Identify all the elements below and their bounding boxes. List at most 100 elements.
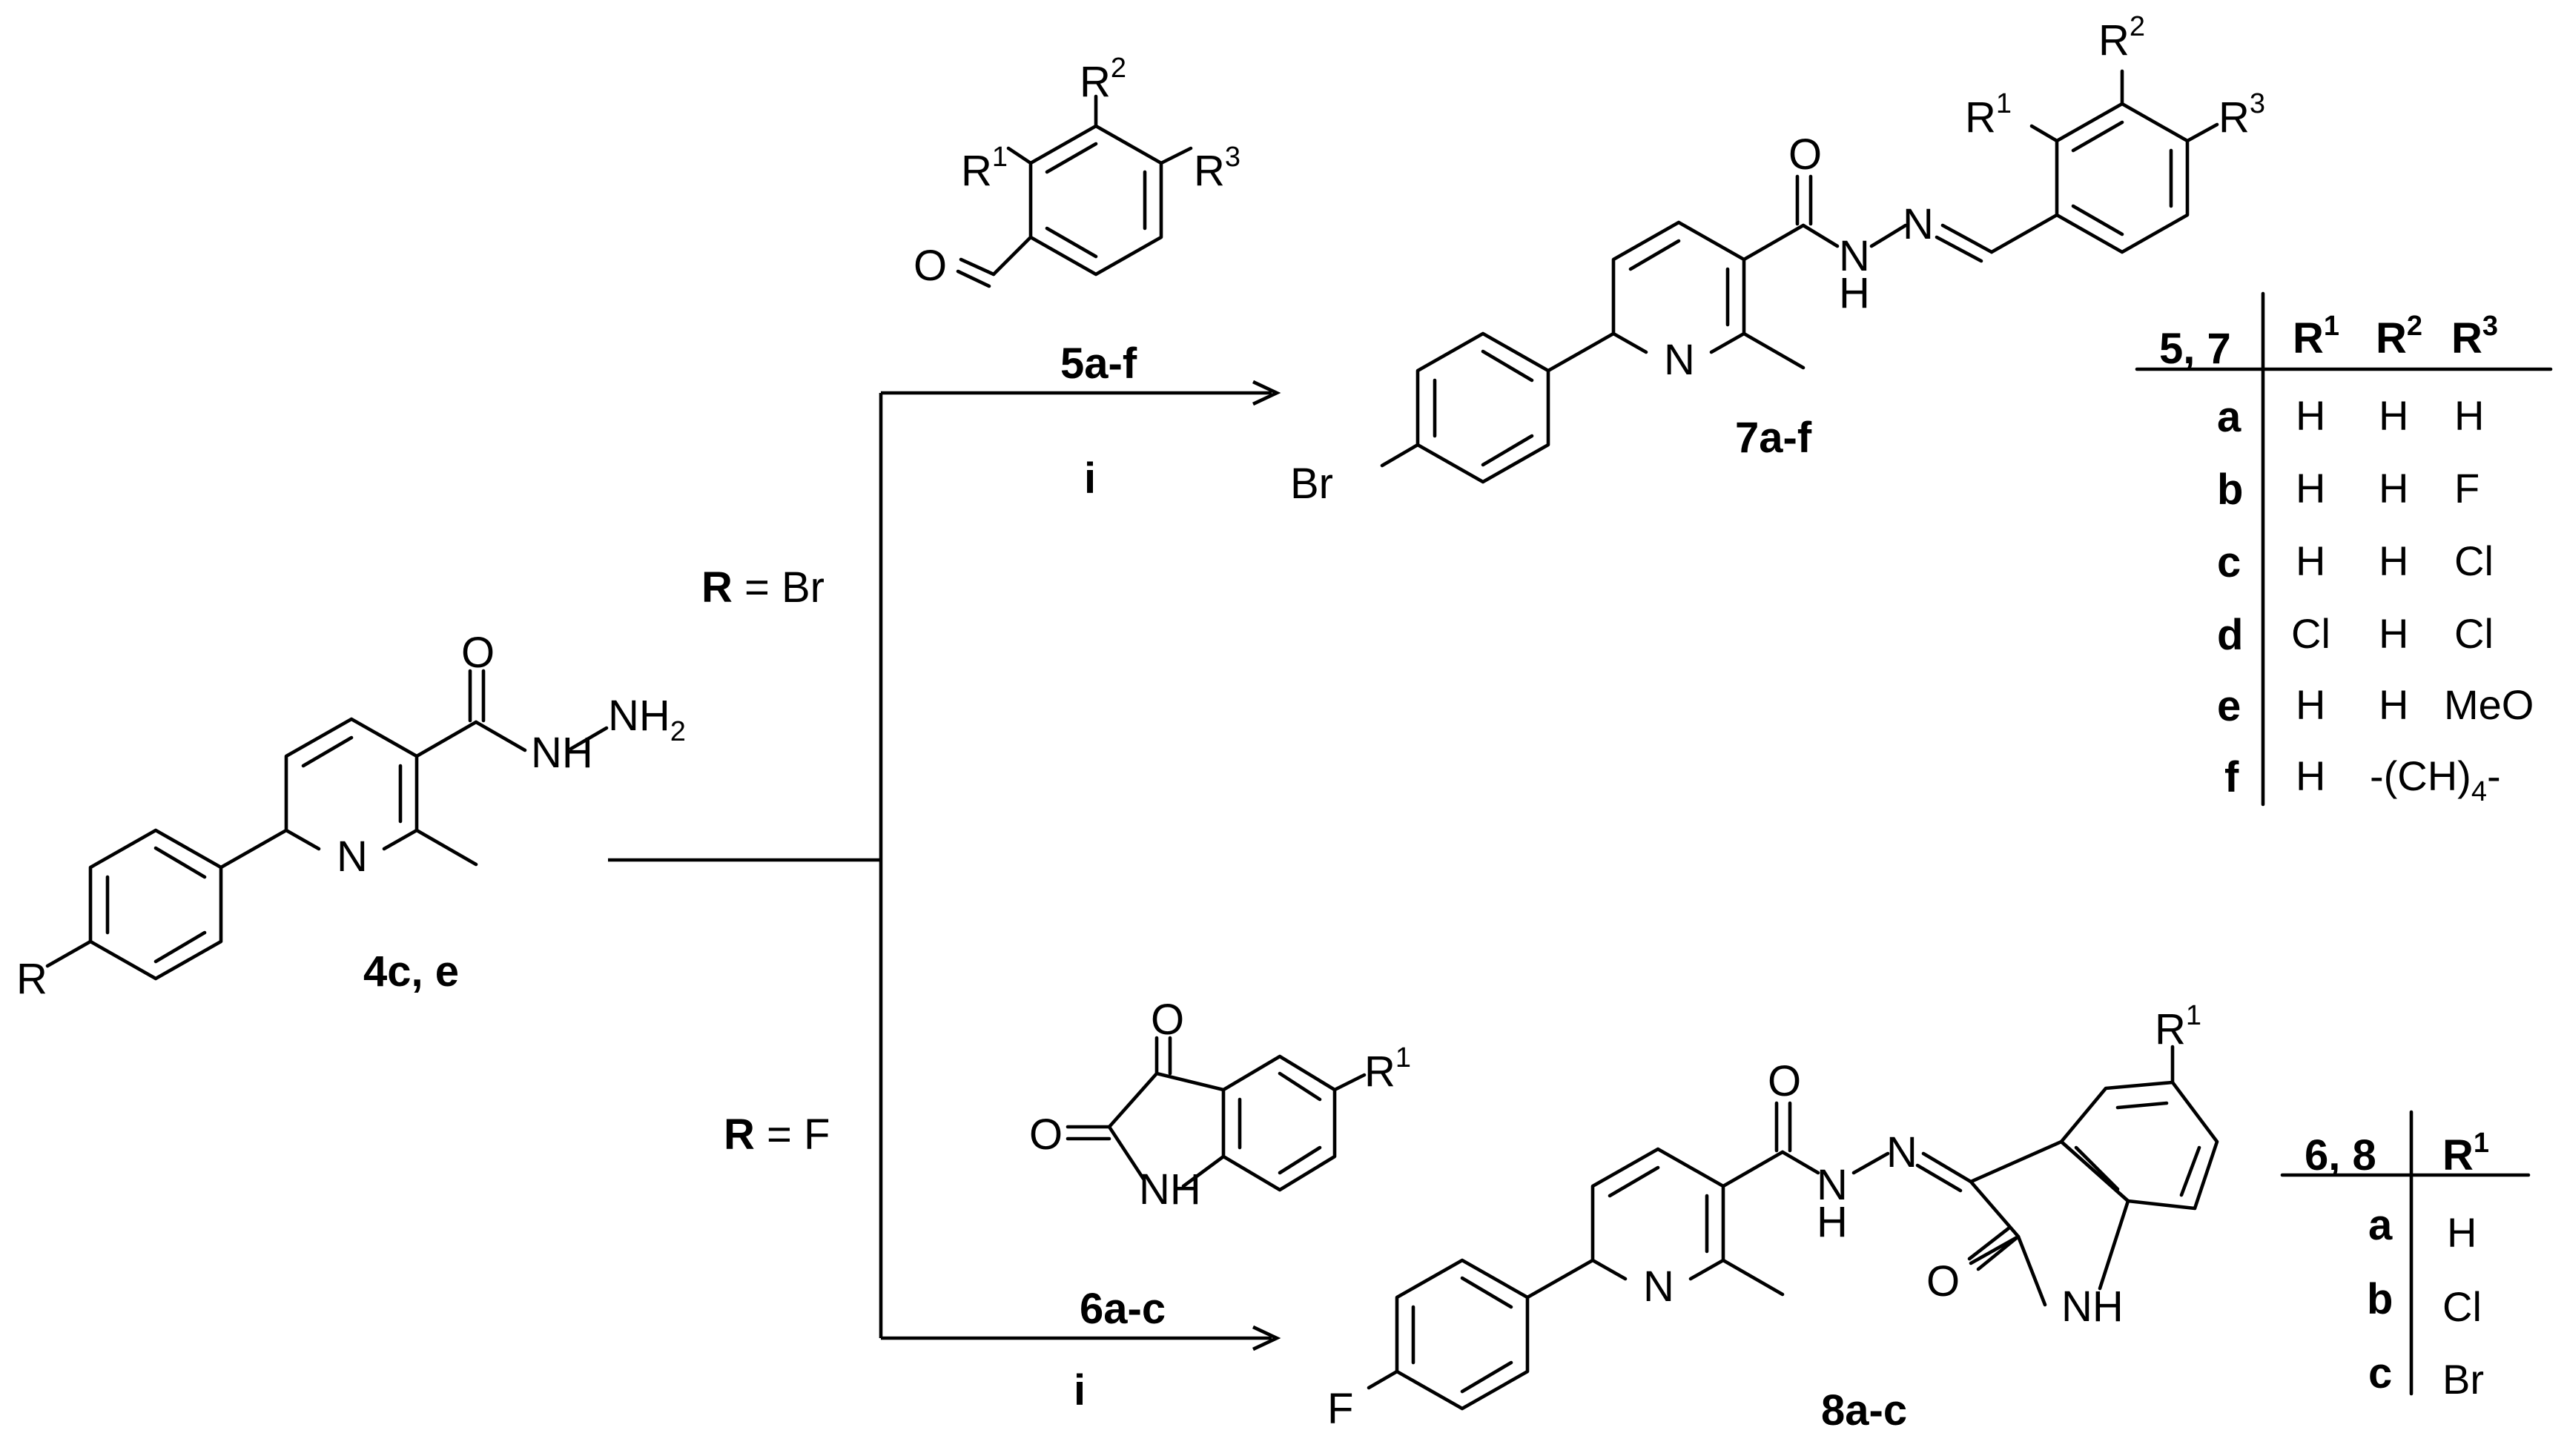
bond-ring-carbonyl-8	[1721, 1150, 1785, 1188]
atom-R2-7: R2	[2098, 11, 2145, 64]
table-5-7-cell: H	[2296, 465, 2325, 512]
phenyl-ring-4	[88, 828, 223, 981]
compound-label-4c-e: 4c, e	[363, 947, 459, 996]
reagent-label-top: i	[1084, 454, 1096, 503]
atom-N-pyridine-7: N	[1664, 336, 1695, 384]
table-5-7-header-r3: R3	[2451, 311, 2498, 363]
atom-O-4: O	[461, 629, 495, 677]
atom-O-5: O	[914, 242, 947, 290]
table-5-7-row-id: b	[2217, 466, 2243, 514]
compound-7-structure: Br N O N N H R1 R2 R3	[1290, 11, 2265, 508]
atom-R1-6: R1	[1364, 1042, 1411, 1096]
bond-phenyl-pyridine	[219, 828, 288, 870]
substituent-table-6-8: 6, 8 R1 a H b Cl c Br	[2280, 1110, 2531, 1403]
atom-NH-6: NH	[1139, 1165, 1201, 1214]
bond-carbonyl-NH-8	[1780, 1150, 1820, 1175]
table-6-8-row-id: c	[2368, 1349, 2392, 1397]
pyridine-ring-7-inner	[1628, 239, 1730, 327]
bond-N-CH-7b	[1935, 235, 1983, 263]
bond-R1-6	[1332, 1073, 1367, 1092]
atom-R3-7: R3	[2219, 88, 2265, 142]
table-5-7-cell: H	[2379, 392, 2408, 439]
bond-CHO-O-5	[959, 257, 996, 277]
table-5-7-row-id: c	[2217, 538, 2241, 586]
bond-R-phenyl	[45, 939, 93, 968]
aryl-ring-7-inner	[2071, 120, 2173, 236]
atom-R1-5: R1	[961, 142, 1008, 195]
benzo-ring-6-inner	[1238, 1071, 1322, 1175]
table-6-8-cell: H	[2447, 1209, 2477, 1256]
atom-N-imine-8: N	[1886, 1128, 1917, 1177]
bond-C2-O-8	[1976, 1234, 2021, 1271]
atom-R1-7: R1	[1965, 88, 2012, 142]
atom-N-pyridine-4: N	[337, 833, 368, 881]
bond-CH-ring-7	[1989, 213, 2059, 254]
table-5-7-header-r2: R2	[2376, 311, 2422, 363]
atom-N-pyridine-8: N	[1643, 1263, 1674, 1311]
compound-4-structure: R N O NH NH2	[16, 629, 686, 1003]
reagent-label-bottom: i	[1074, 1366, 1086, 1414]
bond-R3-7	[2185, 122, 2219, 143]
atom-H-amide-7: H	[1839, 269, 1870, 317]
compound-8-structure: F N O N N H O NH R1	[1327, 1000, 2219, 1433]
table-5-7-row-id: d	[2217, 611, 2243, 659]
condition-bottom: R = F	[724, 1111, 830, 1159]
benzene-ring-5	[1028, 124, 1163, 277]
table-5-7-cell: H	[2379, 681, 2408, 728]
atom-N-amide-7: N	[1839, 232, 1870, 280]
table-5-7-cell: MeO	[2444, 681, 2534, 728]
table-6-8-header-r1: R1	[2442, 1128, 2489, 1179]
compound-5-structure: R1 R2 R3 O	[914, 53, 1240, 290]
bond-carbonyl-NH-7	[1801, 223, 1840, 248]
atom-R3-5: R3	[1194, 142, 1240, 195]
pyrrolone-ring-6	[1107, 1071, 1226, 1188]
bond-methyl-7	[1742, 331, 1806, 370]
compound-label-8a-c: 8a-c	[1821, 1386, 1907, 1435]
table-5-7-cell-fused: -(CH)4-	[2370, 752, 2501, 807]
table-5-7-cell: F	[2454, 465, 2480, 512]
table-5-7-cell: H	[2296, 752, 2325, 799]
benzene-ring-5-inner	[1045, 142, 1147, 259]
atom-N-amide-8: N	[1817, 1161, 1848, 1209]
table-6-8-corner: 6, 8	[2305, 1131, 2376, 1179]
bond-C2-O-8b	[1967, 1225, 2012, 1261]
table-5-7-header-r1: R1	[2293, 311, 2339, 363]
table-5-7-cell: H	[2379, 610, 2408, 657]
table-5-7-cell: H	[2296, 392, 2325, 439]
atom-R1-8: R1	[2155, 1000, 2201, 1053]
table-5-7-row-id: a	[2217, 393, 2241, 441]
table-5-7-cell: Cl	[2454, 610, 2494, 657]
bond-methyl-4	[414, 828, 478, 867]
bond-R3-5	[1159, 146, 1193, 165]
bond-N-C3-8b	[1915, 1163, 1963, 1193]
atom-O-8-lactam: O	[1926, 1257, 1960, 1306]
compound-label-7a-f: 7a-f	[1735, 414, 1812, 462]
bond-NH-N-8	[1851, 1151, 1890, 1175]
arrow-top-head	[1252, 380, 1281, 406]
pyridine-ring-4-inner	[301, 735, 403, 824]
phenyl-ring-7-inner	[1433, 349, 1534, 467]
phenyl-ring-7	[1415, 331, 1550, 484]
compound-label-5a-f: 5a-f	[1060, 340, 1137, 388]
bond-N-C3-8	[1921, 1151, 1973, 1184]
bond-ring-carbonyl-7	[1742, 223, 1806, 262]
arrow-bottom-head	[1252, 1325, 1281, 1351]
atom-O-6-left: O	[1029, 1111, 1063, 1159]
bond-ring-CHO-5	[991, 235, 1033, 277]
compound-label-6a-c: 6a-c	[1080, 1285, 1166, 1333]
table-5-7-cell: H	[2296, 537, 2325, 584]
bond-R1-5	[1006, 146, 1033, 165]
bond-ring-carbonyl-4	[414, 720, 478, 758]
atom-O-7: O	[1788, 130, 1822, 179]
table-5-7-corner: 5, 7	[2159, 325, 2231, 373]
reaction-arrows	[608, 380, 1281, 1351]
table-5-7-cell: H	[2379, 537, 2408, 584]
bond-NH-N-7	[1869, 223, 1908, 248]
substituent-table-5-7: 5, 7 R1 R2 R3 a H H H b H H F c H H Cl d…	[2135, 291, 2553, 807]
pyridine-ring-7	[1611, 220, 1746, 354]
phenyl-ring-4-inner	[105, 846, 207, 964]
oxindole-benzo-8-inner	[2074, 1101, 2201, 1197]
oxindole-benzo-8	[2059, 1080, 2219, 1211]
table-6-8-row-id: b	[2367, 1275, 2393, 1323]
